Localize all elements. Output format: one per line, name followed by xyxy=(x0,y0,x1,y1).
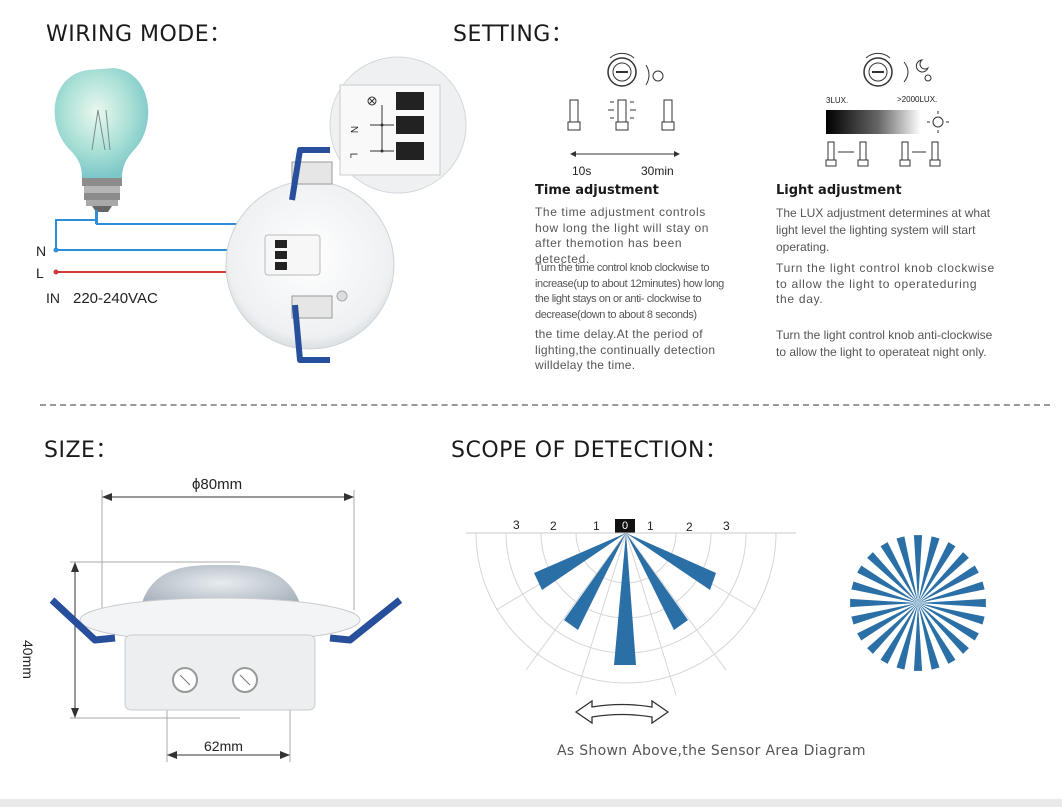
burst-wedge xyxy=(918,603,969,654)
light-adjust-heading: Light adjustment xyxy=(776,183,902,198)
burst-wedge xyxy=(896,536,918,603)
setting-title: SETTING： xyxy=(453,22,574,47)
terminal-l-label: L xyxy=(347,152,359,159)
lux-min-label: 3LUX. xyxy=(826,96,849,105)
burst-wedge xyxy=(851,603,918,625)
burst-wedge xyxy=(867,552,918,603)
burst-wedge xyxy=(880,542,918,603)
burst-wedge xyxy=(918,603,979,641)
voltage-label: 220-240VAC xyxy=(73,290,158,307)
burst-wedge xyxy=(913,535,923,603)
wiring-diagram xyxy=(53,56,467,363)
detection-beams xyxy=(534,533,716,665)
moon-sun-icon xyxy=(903,59,932,83)
time-adjust-para1: The time adjustment controls how long th… xyxy=(535,205,710,266)
detection-caption: As Shown Above,the Sensor Area Diagram xyxy=(557,743,866,759)
light-adjust-illustration xyxy=(825,52,949,167)
burst-wedge xyxy=(918,542,956,603)
burst-wedge xyxy=(918,603,956,664)
diameter-label: ϕ80mm xyxy=(192,476,243,493)
burst-wedge xyxy=(913,603,923,671)
time-adjust-illustration xyxy=(567,52,680,157)
sensor-device-icon xyxy=(225,147,395,363)
time-knob-icon xyxy=(607,52,637,87)
wire-n-label: N xyxy=(36,243,47,259)
light-adjust-para2: Turn the light control knob clockwise to… xyxy=(776,261,995,306)
detection-side-diagram xyxy=(466,532,796,696)
burst-wedge xyxy=(850,598,918,608)
time-adjust-para3: the time delay.At the period of lighting… xyxy=(535,327,716,372)
scale-label-right-1: 1 xyxy=(647,519,654,533)
input-label: IN xyxy=(46,290,60,306)
burst-wedge xyxy=(857,565,918,603)
detection-top-diagram xyxy=(850,535,986,671)
bottom-bar xyxy=(0,799,1062,807)
burst-wedge xyxy=(857,603,918,641)
burst-wedge xyxy=(867,603,918,654)
scale-label-right-3: 3 xyxy=(723,519,730,533)
burst-wedge xyxy=(918,598,986,608)
terminal-zoom-icon xyxy=(329,56,467,194)
base-width-label: 62mm xyxy=(204,738,243,754)
swing-arrow-icon xyxy=(574,699,670,725)
scale-label-zero: 0 xyxy=(615,519,635,533)
section-divider xyxy=(40,404,1050,406)
scale-label-right-2: 2 xyxy=(686,520,693,534)
lux-max-label: >2000LUX. xyxy=(897,95,938,104)
burst-wedge xyxy=(918,565,979,603)
height-label: 40mm xyxy=(20,640,36,679)
light-adjust-para3: Turn the light control knob anti-clockwi… xyxy=(776,328,993,359)
burst-wedge xyxy=(918,581,985,603)
scale-label-left-3: 3 xyxy=(513,518,520,532)
time-min-label: 10s xyxy=(572,164,592,178)
burst-wedge xyxy=(918,552,969,603)
wire-l-label: L xyxy=(36,265,44,281)
detection-title: SCOPE OF DETECTION： xyxy=(451,438,728,463)
burst-wedge xyxy=(880,603,918,664)
sun-icon xyxy=(927,111,949,133)
time-max-label: 30min xyxy=(641,164,674,178)
burst-wedge xyxy=(851,581,918,603)
light-adjust-para1: The LUX adjustment determines at what li… xyxy=(776,206,991,254)
sensor-side-icon xyxy=(49,565,403,711)
wiring-mode-title: WIRING MODE： xyxy=(46,22,232,47)
burst-wedge xyxy=(918,536,940,603)
time-adjust-para2: Turn the time control knob clockwise to … xyxy=(535,262,724,321)
time-adjust-heading: Time adjustment xyxy=(535,183,659,198)
burst-wedge xyxy=(918,603,940,670)
terminal-n-label: N xyxy=(348,125,360,134)
light-bulb-icon xyxy=(54,68,149,212)
scale-label-left-2: 2 xyxy=(550,519,557,533)
burst-wedge xyxy=(896,603,918,670)
clock-icon xyxy=(645,64,664,86)
light-knob-icon xyxy=(863,52,893,87)
lamp-icon xyxy=(567,99,675,131)
size-title: SIZE： xyxy=(44,438,118,463)
burst-wedge xyxy=(918,603,985,625)
size-diagram xyxy=(49,490,403,762)
scale-label-left-1: 1 xyxy=(593,519,600,533)
